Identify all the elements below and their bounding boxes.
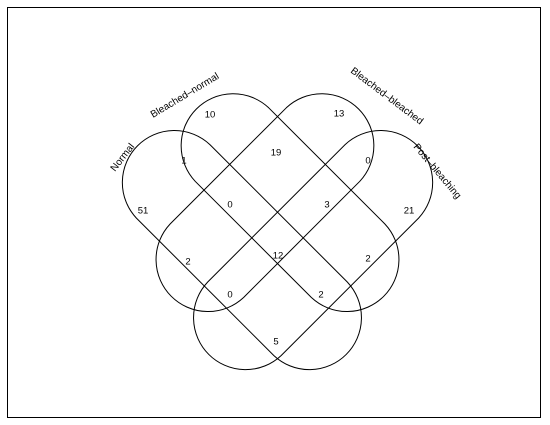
region-count: 5 (273, 337, 278, 348)
set-shape-normal (121, 130, 362, 371)
region-count: 13 (334, 109, 345, 120)
set-label-post-bleaching: Post–bleaching (411, 142, 463, 201)
set-shape-post-bleaching (193, 130, 434, 371)
region-count: 1 (181, 156, 186, 167)
region-count: 0 (227, 200, 232, 211)
region-count: 0 (365, 156, 370, 167)
set-shape-bleached-bleached (155, 93, 375, 312)
region-count: 0 (227, 290, 232, 301)
diagram-frame (7, 7, 541, 418)
set-label-bleached-bleached: Bleached–bleached (348, 66, 425, 128)
region-count: 2 (185, 257, 190, 268)
region-count: 21 (404, 206, 415, 217)
region-count: 19 (271, 148, 282, 159)
region-count: 12 (273, 251, 284, 262)
region-count: 51 (138, 206, 149, 217)
region-count: 3 (324, 200, 329, 211)
region-count: 10 (205, 110, 216, 121)
set-shape-bleached-normal (180, 93, 400, 312)
region-count: 2 (365, 254, 370, 265)
set-label-normal: Normal (109, 142, 138, 174)
region-count: 2 (318, 290, 323, 301)
